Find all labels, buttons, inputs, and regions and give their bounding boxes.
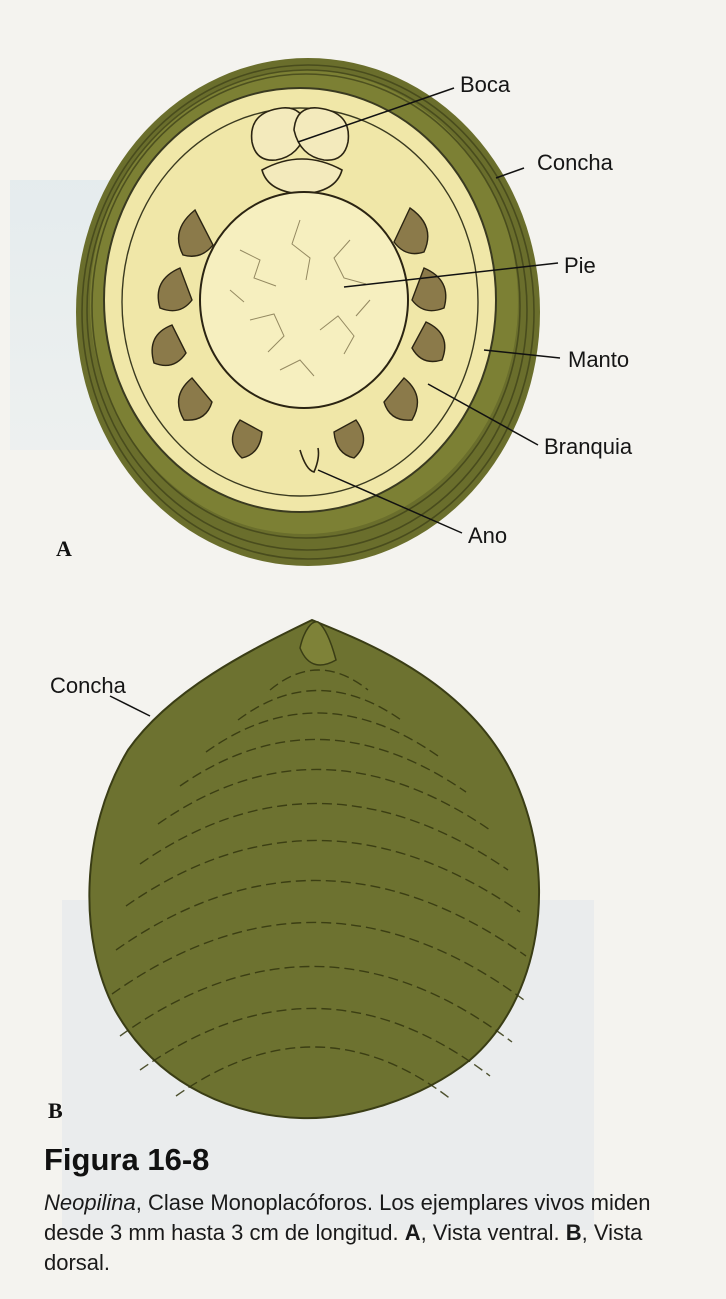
- label-concha-b: Concha: [50, 673, 126, 699]
- caption-bold-a: A: [405, 1220, 421, 1245]
- panel-letter-a: A: [56, 536, 72, 562]
- figure-caption: Neopilina, Clase Monoplacóforos. Los eje…: [44, 1188, 684, 1278]
- label-ano: Ano: [468, 523, 507, 549]
- label-branquia: Branquia: [544, 434, 632, 460]
- shell-dorsal: [89, 620, 539, 1118]
- dorsal-view: [89, 620, 539, 1118]
- ventral-view: [76, 58, 560, 566]
- caption-bold-b: B: [566, 1220, 582, 1245]
- leader-line-b: [110, 696, 150, 716]
- caption-text-2: , Vista ventral.: [421, 1220, 566, 1245]
- label-boca: Boca: [460, 72, 510, 98]
- panel-letter-b: B: [48, 1098, 63, 1124]
- label-pie: Pie: [564, 253, 596, 279]
- caption-genus: Neopilina: [44, 1190, 136, 1215]
- label-manto: Manto: [568, 347, 629, 373]
- label-concha-a: Concha: [537, 150, 613, 176]
- figure-title: Figura 16-8: [44, 1142, 209, 1178]
- foot: [200, 192, 408, 408]
